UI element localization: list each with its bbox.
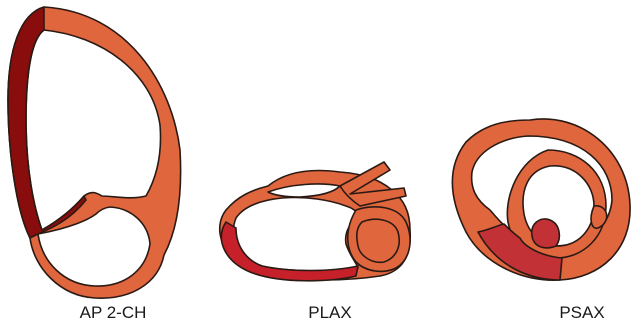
view-label-psax: PSAX — [559, 303, 604, 322]
ap2ch-view — [8, 7, 181, 298]
plax-highlighted-segment — [221, 222, 358, 281]
view-label-ap2ch: AP 2-CH — [80, 303, 147, 322]
ap2ch-myocardium — [8, 7, 181, 298]
plax-view — [220, 162, 411, 281]
psax-view — [452, 119, 630, 280]
view-label-plax: PLAX — [308, 303, 351, 322]
ap2ch-highlighted-segment — [8, 7, 86, 238]
psax-inferior-papillary — [532, 219, 560, 248]
